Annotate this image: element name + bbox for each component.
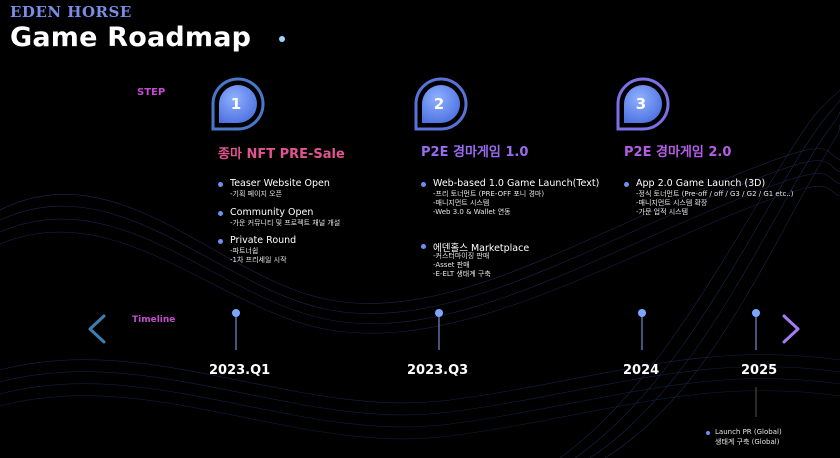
- item-sub: -1차 프리세일 시작: [230, 256, 287, 264]
- brand-logo: EDEN HORSE: [10, 3, 132, 21]
- item-head: 에덴홀스 Marketplace: [433, 243, 530, 254]
- item-sub: -Asset 판매: [433, 261, 470, 269]
- item-sub: -정식 토너먼트 (Pre-off / off / G3 / G2 / G1 e…: [636, 190, 794, 198]
- phase-title-1: 종마 NFT PRE-Sale: [218, 147, 345, 162]
- timeline-year-2023q3: 2023.Q3: [407, 363, 469, 378]
- item-sub: -E-ELT 생태계 구축: [433, 270, 491, 278]
- bullet-icon: [706, 431, 710, 435]
- item-sub: -파트너쉽: [230, 247, 259, 255]
- item-sub: -가운 커뮤니티 및 프로젝트 채널 개설: [230, 219, 341, 227]
- item-head: Teaser Website Open: [230, 178, 330, 189]
- item-head: Private Round: [230, 235, 297, 246]
- step-number-2: 2: [433, 95, 445, 113]
- item-sub: -Web 3.0 & Wallet 연동: [433, 208, 511, 216]
- timeline-year-2025: 2025: [741, 363, 778, 378]
- bullet-icon: [218, 182, 223, 187]
- step-number-1: 1: [230, 95, 242, 113]
- phase-title-2: P2E 경마게임 1.0: [421, 145, 529, 160]
- bullet-icon: [624, 182, 629, 187]
- launch-note-line: Launch PR (Global): [715, 428, 782, 436]
- step-number-3: 3: [635, 95, 647, 113]
- bullet-icon: [421, 244, 426, 249]
- item-sub: -프리 토너먼트 (PRE-OFF 포니 경마): [433, 190, 545, 198]
- timeline-year-2023q1: 2023.Q1: [209, 363, 271, 378]
- item-sub: -매니지먼트 시스템: [433, 199, 490, 207]
- item-sub: -커스터마이징 판매: [433, 252, 490, 260]
- timeline-label: Timeline: [132, 315, 176, 325]
- step-label: STEP: [137, 87, 166, 98]
- item-head: Web-based 1.0 Game Launch(Text): [433, 178, 600, 189]
- bullet-icon: [218, 211, 223, 216]
- bullet-icon: [218, 239, 223, 244]
- item-sub: -기획 페이지 오픈: [230, 190, 283, 198]
- item-sub: -가문 업적 시스템: [636, 208, 689, 216]
- bullet-icon: [421, 182, 426, 187]
- item-sub: -매니지먼트 시스템 확장: [636, 199, 708, 207]
- launch-note-line: 생태계 구축 (Global): [715, 438, 780, 446]
- timeline-year-2024: 2024: [623, 363, 660, 378]
- item-head: App 2.0 Game Launch (3D): [636, 178, 766, 189]
- item-head: Community Open: [230, 207, 314, 218]
- page-title: Game Roadmap: [10, 22, 252, 53]
- phase-title-3: P2E 경마게임 2.0: [624, 145, 732, 160]
